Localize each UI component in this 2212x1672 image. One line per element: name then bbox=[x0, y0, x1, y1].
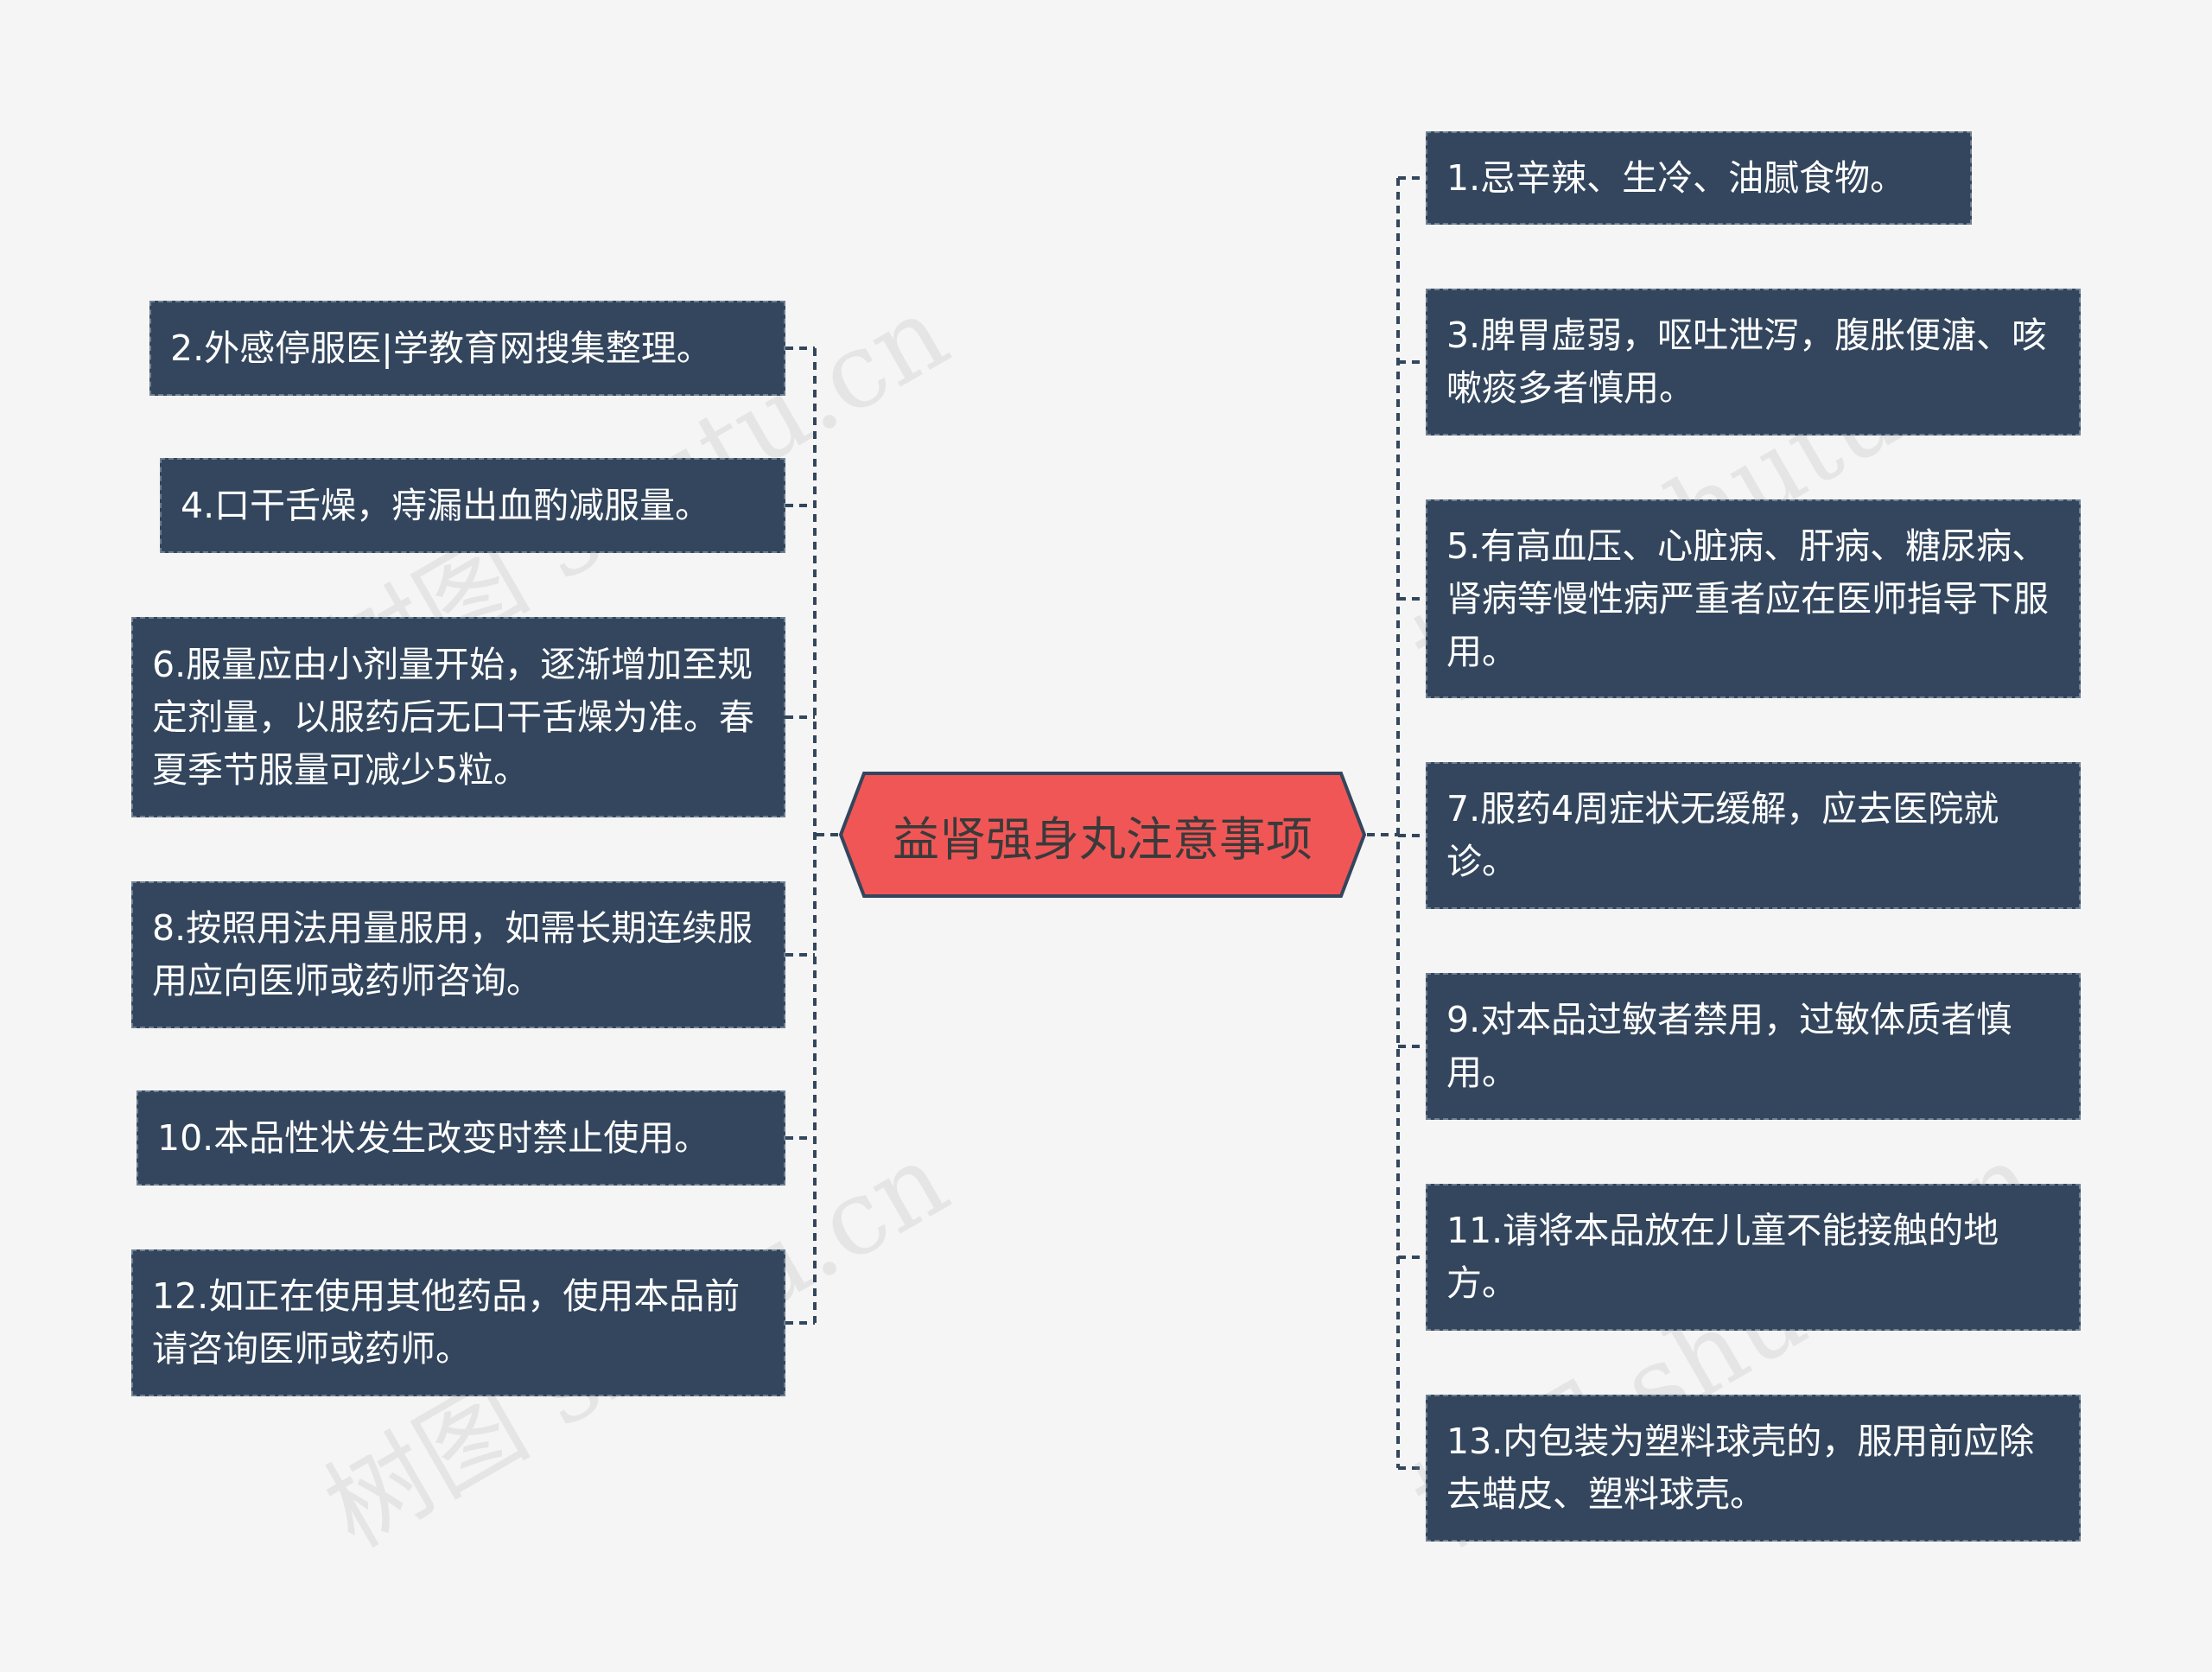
node-text: 6.服量应由小剂量开始，逐渐增加至规定剂量，以服药后无口干舌燥为准。春夏季节服量… bbox=[152, 643, 754, 791]
center-topic-label: 益肾强身丸注意事项 bbox=[893, 811, 1313, 867]
left-node-12[interactable]: 12.如正在使用其他药品，使用本品前请咨询医师或药师。 bbox=[131, 1249, 785, 1396]
node-text: 12.如正在使用其他药品，使用本品前请咨询医师或药师。 bbox=[152, 1275, 741, 1370]
node-text: 3.脾胃虚弱，呕吐泄泻，腹胀便溏、咳嗽痰多者慎用。 bbox=[1446, 315, 2048, 409]
node-text: 1.忌辛辣、生冷、油腻食物。 bbox=[1446, 156, 1906, 199]
right-node-9[interactable]: 9.对本品过敏者禁用，过敏体质者慎用。 bbox=[1426, 973, 2081, 1120]
left-node-8[interactable]: 8.按照用法用量服用，如需长期连续服用应向医师或药师咨询。 bbox=[131, 881, 785, 1028]
left-node-10[interactable]: 10.本品性状发生改变时禁止使用。 bbox=[137, 1090, 785, 1186]
left-node-4[interactable]: 4.口干舌燥，痔漏出血酌减服量。 bbox=[160, 458, 785, 553]
center-hexagon bbox=[838, 772, 1367, 898]
right-node-1[interactable]: 1.忌辛辣、生冷、油腻食物。 bbox=[1426, 131, 1972, 225]
node-text: 11.请将本品放在儿童不能接触的地方。 bbox=[1446, 1210, 1999, 1304]
node-text: 7.服药4周症状无缓解，应去医院就诊。 bbox=[1446, 788, 1999, 882]
node-text: 10.本品性状发生改变时禁止使用。 bbox=[157, 1116, 710, 1159]
left-node-2[interactable]: 2.外感停服医|学教育网搜集整理。 bbox=[149, 301, 785, 396]
left-node-6[interactable]: 6.服量应由小剂量开始，逐渐增加至规定剂量，以服药后无口干舌燥为准。春夏季节服量… bbox=[131, 617, 785, 817]
right-node-5[interactable]: 5.有高血压、心脏病、肝病、糖尿病、肾病等慢性病严重者应在医师指导下服用。 bbox=[1426, 499, 2081, 698]
right-node-7[interactable]: 7.服药4周症状无缓解，应去医院就诊。 bbox=[1426, 762, 2081, 909]
node-text: 4.口干舌燥，痔漏出血酌减服量。 bbox=[181, 484, 711, 526]
node-text: 9.对本品过敏者禁用，过敏体质者慎用。 bbox=[1446, 999, 2012, 1093]
node-text: 8.按照用法用量服用，如需长期连续服用应向医师或药师咨询。 bbox=[152, 907, 753, 1001]
node-text: 13.内包装为塑料球壳的，服用前应除去蜡皮、塑料球壳。 bbox=[1446, 1421, 2035, 1515]
right-node-11[interactable]: 11.请将本品放在儿童不能接触的地方。 bbox=[1426, 1184, 2081, 1331]
center-topic[interactable]: 益肾强身丸注意事项 bbox=[838, 771, 1367, 899]
right-node-3[interactable]: 3.脾胃虚弱，呕吐泄泻，腹胀便溏、咳嗽痰多者慎用。 bbox=[1426, 289, 2081, 435]
node-text: 5.有高血压、心脏病、肝病、糖尿病、肾病等慢性病严重者应在医师指导下服用。 bbox=[1446, 524, 2049, 672]
node-text: 2.外感停服医|学教育网搜集整理。 bbox=[170, 327, 712, 369]
right-node-13[interactable]: 13.内包装为塑料球壳的，服用前应除去蜡皮、塑料球壳。 bbox=[1426, 1395, 2081, 1542]
